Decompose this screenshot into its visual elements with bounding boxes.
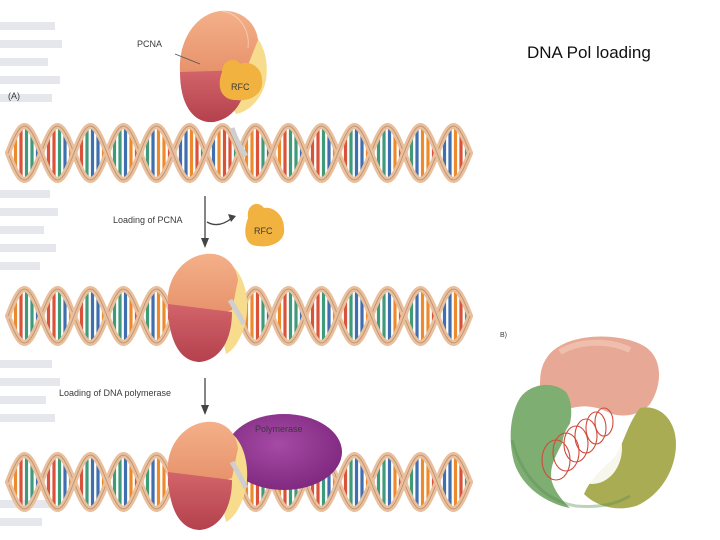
rfc-label-top: RFC	[231, 82, 250, 92]
rfc-released: RFC	[245, 203, 285, 247]
pcna-label: PCNA	[137, 39, 162, 49]
pcna-clamp-bottom	[167, 421, 248, 530]
rfc-top: RFC	[219, 59, 263, 101]
arrow-clamp-top	[229, 127, 249, 158]
arrow-clamp-bottom	[229, 460, 249, 490]
polymerase-label: Polymerase	[255, 424, 303, 434]
arrow-clamp-middle	[227, 298, 247, 326]
slide-title: DNA Pol loading	[527, 43, 651, 62]
panel-a-label: (A)	[8, 91, 20, 101]
panel-b-label: B)	[500, 332, 507, 339]
rfc-label-released: RFC	[254, 226, 273, 236]
pcna-pointer	[174, 53, 201, 65]
step2-label: Loading of DNA polymerase	[59, 388, 171, 398]
step1-label: Loading of PCNA	[113, 215, 183, 225]
dna-helix-top	[5, 122, 473, 184]
step-loading-polymerase: Loading of DNA polymerase	[59, 378, 209, 415]
dna-backbone-edge	[7, 125, 471, 181]
pcna-structure-image	[510, 336, 676, 509]
pcna-clamp-middle	[167, 253, 248, 362]
step-loading-pcna: Loading of PCNA	[113, 196, 236, 248]
polymerase-enzyme: Polymerase	[226, 414, 342, 490]
